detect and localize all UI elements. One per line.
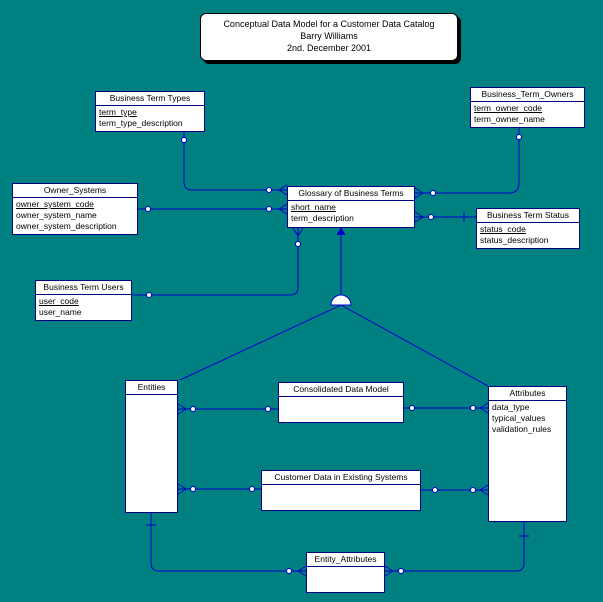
key-attribute: status_code [480,224,526,234]
entity-title: Business Term Status [477,209,579,223]
entity-customer-data-in-existing-systems[interactable]: Customer Data in Existing Systems [261,470,421,511]
attribute: term_owner_name [474,114,545,124]
attribute: owner_system_name [16,210,97,220]
rel-types-glossary [183,131,287,191]
rel-entities-ea [150,512,306,572]
entity-attribute-list [126,395,177,397]
attribute: status_description [480,235,549,245]
entity-attribute-list [262,485,420,487]
key-attribute: term_owner_code [474,103,543,113]
entity-entity-attributes[interactable]: Entity_Attributes [306,552,385,593]
key-attribute: term_type [99,107,137,117]
entity-title: Attributes [489,387,566,401]
entity-title: Entity_Attributes [307,553,384,567]
attribute: owner_system_description [16,221,117,231]
key-attribute: short_name [291,202,336,212]
key-attribute: owner_system_code [16,199,94,209]
entity-attribute-list [279,397,403,399]
entity-title: Business Term Types [96,92,204,106]
rel-attributes-ea [385,521,525,572]
rel-owners-glossary [415,127,520,194]
attribute: typical_values [492,413,546,423]
diagram-title: Conceptual Data Model for a Customer Dat… [223,19,435,29]
attribute: term_description [291,213,354,223]
entity-consolidated-data-model[interactable]: Consolidated Data Model [278,382,404,423]
entity-title: Owner_Systems [13,184,137,198]
entity-title: Entities [126,381,177,395]
entity-title: Business Term Users [36,281,131,295]
entity-title: Consolidated Data Model [279,383,403,397]
diagram-author: Barry Williams [300,31,358,41]
attribute: term_type_description [99,118,183,128]
entity-title: Business_Term_Owners [471,88,584,102]
attribute: validation_rules [492,424,552,434]
key-attribute: user_code [39,296,79,306]
diagram-date: 2nd. December 2001 [286,43,372,53]
entity-title: Glossary of Business Terms [288,187,414,201]
entity-attribute-list [307,567,384,569]
subtype-symbol [330,294,352,306]
diagram-title-box: Conceptual Data Model for a Customer Dat… [200,13,458,61]
attribute: data_type [492,402,530,412]
entity-entities[interactable]: Entities [125,380,178,513]
attribute: user_name [39,307,82,317]
entity-title: Customer Data in Existing Systems [262,471,420,485]
rel-users-glossary [132,228,299,296]
